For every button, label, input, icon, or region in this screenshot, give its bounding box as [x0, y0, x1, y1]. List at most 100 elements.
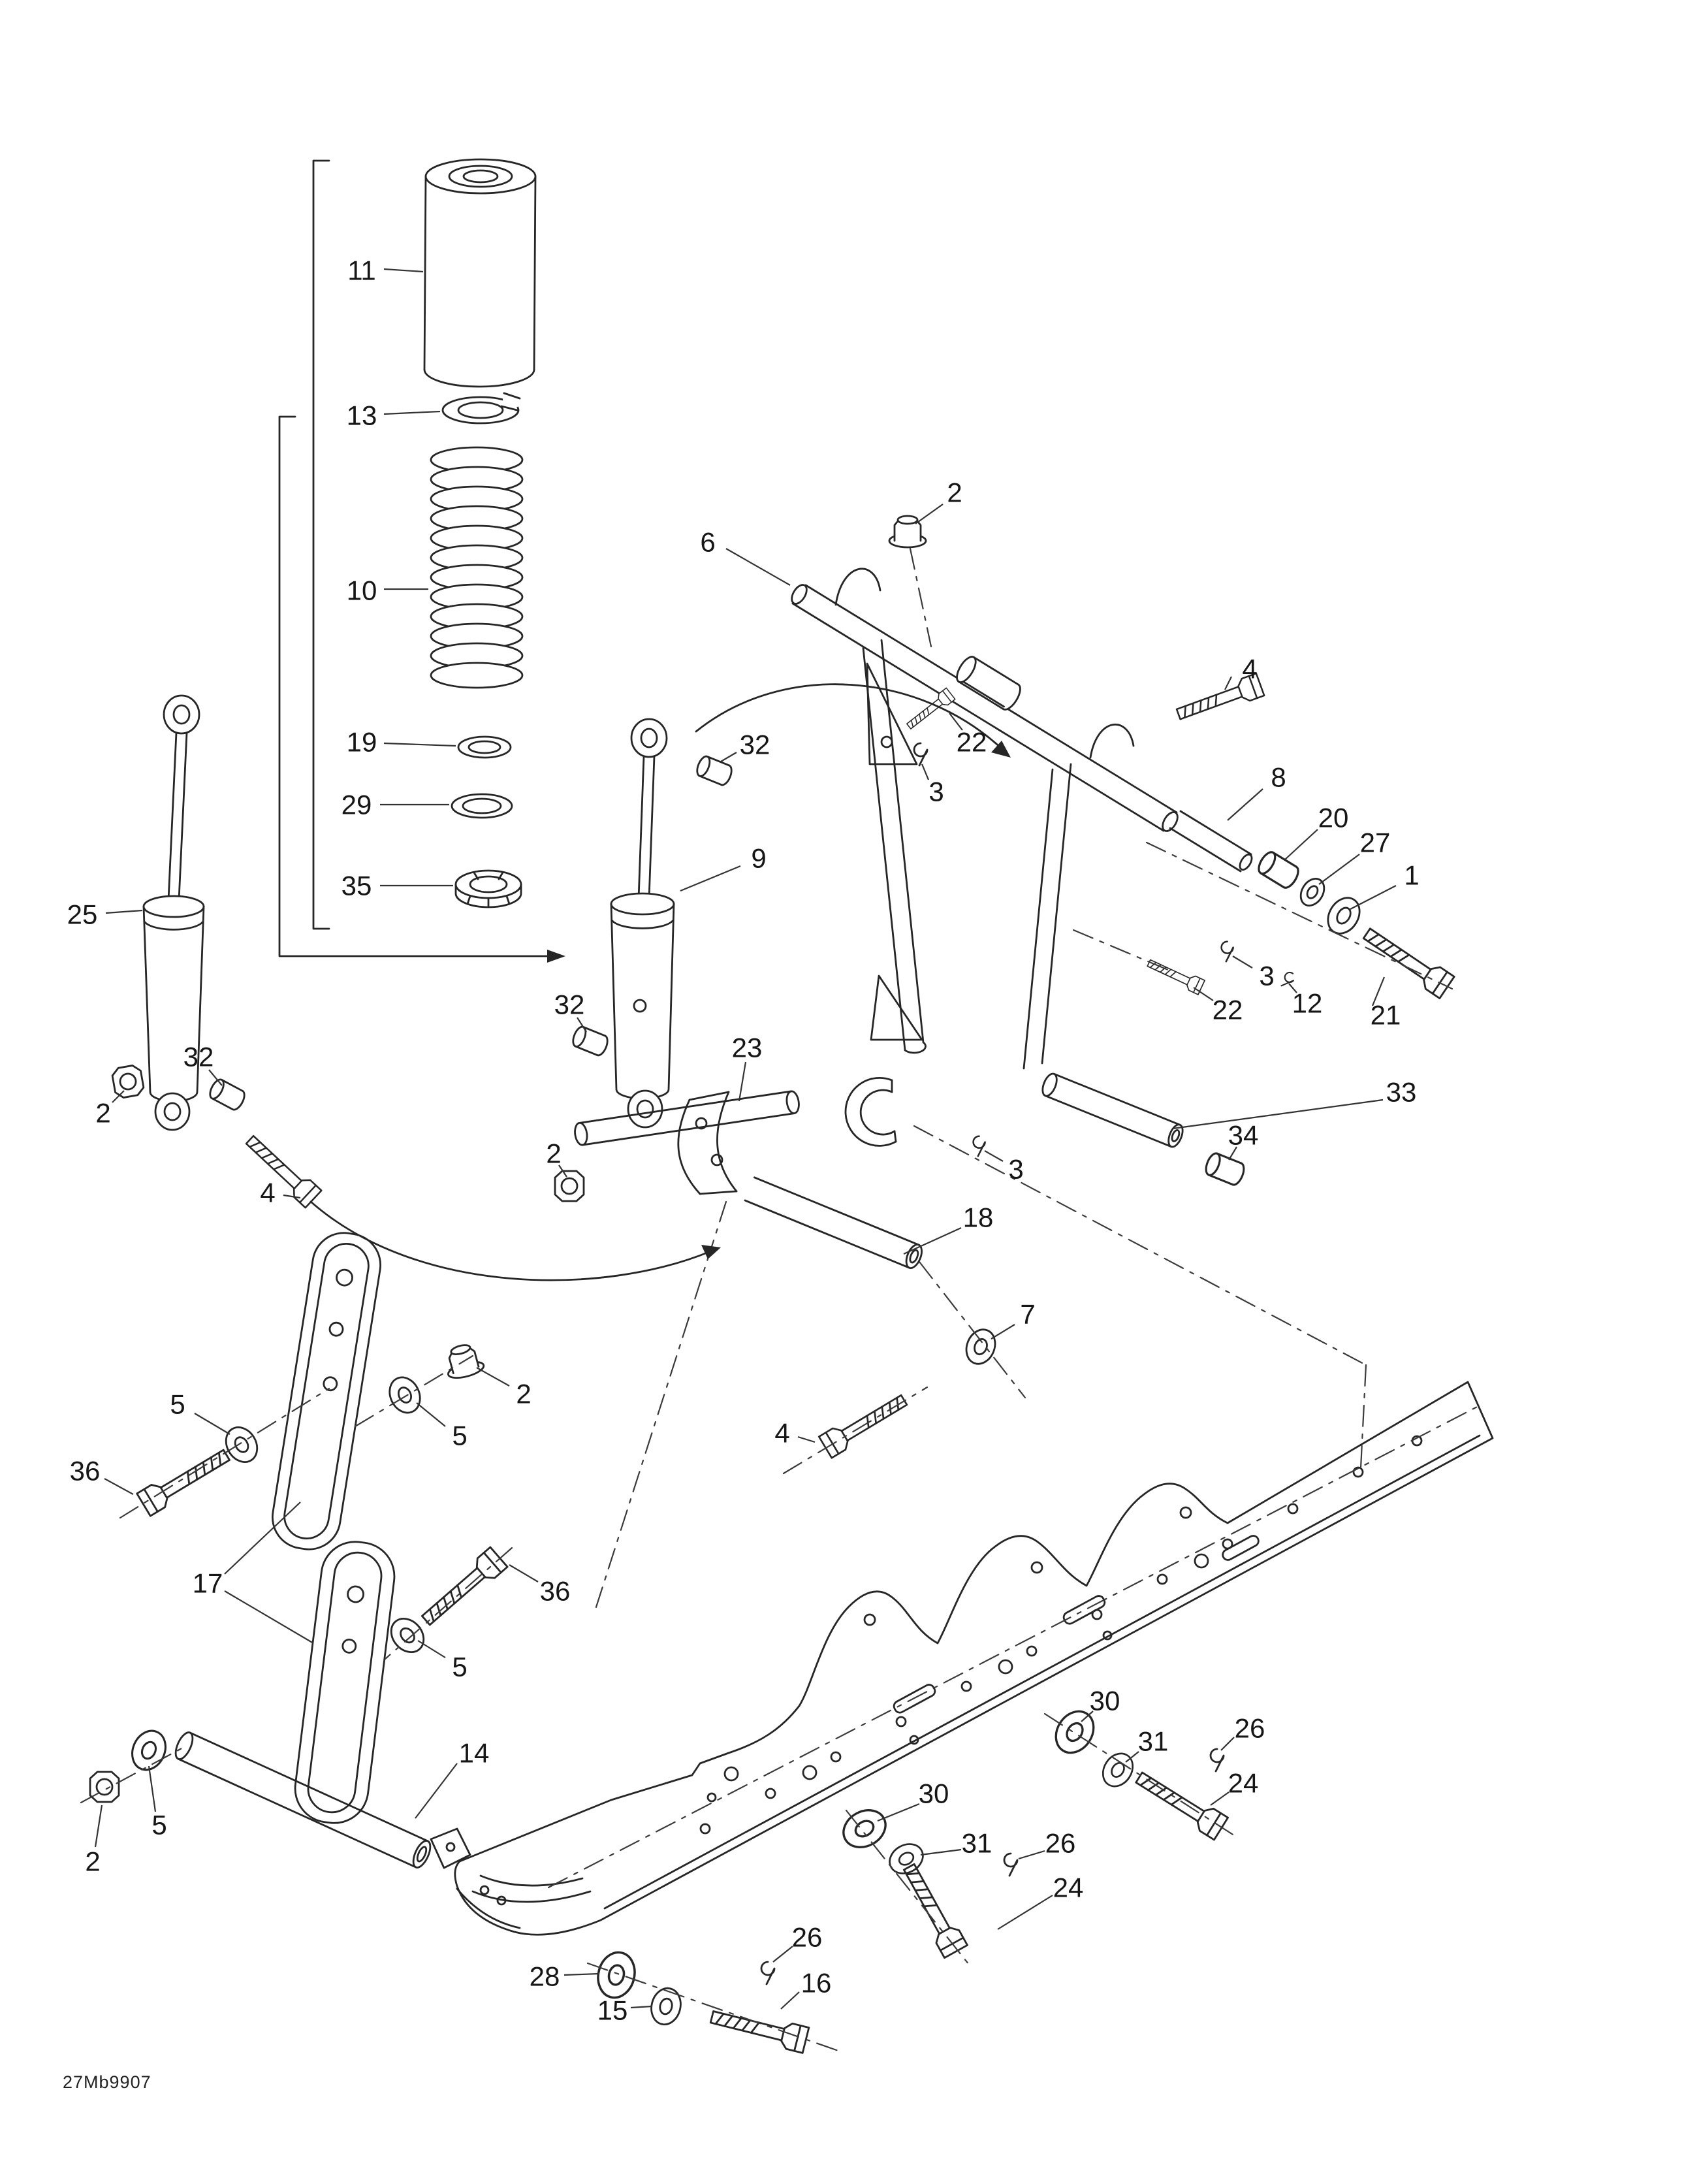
part-number-label: 32: [183, 1042, 214, 1072]
callout-leader: [738, 1061, 747, 1102]
part-number-label: 32: [740, 730, 770, 760]
left-shock-absorber: [142, 694, 205, 1131]
part-number-label: 2: [947, 477, 962, 508]
part-number-label: 30: [919, 1778, 949, 1809]
part-number-label: 14: [459, 1738, 490, 1769]
small-bolt: [904, 687, 956, 733]
part-number-label: 19: [347, 727, 377, 758]
callout-leader: [915, 504, 944, 524]
callout-leader: [630, 2005, 652, 2009]
washer: [965, 1328, 996, 1365]
part-number-label: 28: [530, 1961, 560, 1992]
callout-leader: [1350, 885, 1397, 910]
hex-bolt: [897, 1859, 968, 1959]
slide-rail: [430, 1381, 1494, 1936]
part-number-label: 31: [1138, 1726, 1169, 1757]
part-number-label: 36: [540, 1576, 571, 1607]
callout-leader: [1193, 987, 1214, 1001]
callout-leader: [417, 1640, 446, 1658]
part-number-label: 29: [341, 790, 372, 820]
part-number-label: 1: [1404, 860, 1419, 891]
hex-bolt: [416, 1546, 509, 1631]
hex-bolt: [708, 2003, 810, 2054]
callout-leader: [921, 763, 930, 780]
part-number-label: 2: [516, 1379, 531, 1409]
callout-layer: 1113101929352523243293223262223482027122…: [67, 255, 1420, 2026]
callout-leader: [1125, 1751, 1139, 1763]
part-number-label: 27: [1360, 827, 1391, 858]
part-number-label: 8: [1271, 762, 1286, 793]
part-number-label: 26: [1045, 1828, 1076, 1859]
callout-leader: [383, 268, 424, 273]
callout-leader: [1172, 1099, 1384, 1130]
front-arm-brackets: [271, 1232, 396, 1824]
callout-leader: [1284, 829, 1318, 860]
part-number-label: 25: [67, 899, 98, 930]
callout-leader: [416, 1402, 446, 1427]
callout-leader: [1081, 1710, 1094, 1722]
callout-leader: [680, 865, 741, 892]
callout-leader: [415, 1763, 458, 1819]
washer: [219, 1421, 264, 1469]
part-number-label: 22: [957, 727, 987, 758]
callout-leader: [720, 752, 737, 762]
part-number-label: 4: [774, 1418, 789, 1449]
callout-leader: [1227, 788, 1263, 821]
hex-bolt: [1358, 922, 1455, 999]
washer: [383, 1371, 427, 1419]
part-number-label: 12: [1292, 988, 1323, 1019]
callout-leader: [725, 548, 791, 586]
part-number-label: 3: [1008, 1154, 1023, 1185]
part-number-label: 10: [347, 575, 377, 606]
part-number-label: 9: [751, 843, 766, 874]
callout-leader: [105, 909, 143, 914]
part-number-label: 2: [95, 1098, 110, 1129]
callout-leader: [1371, 976, 1386, 1006]
callout-leader: [94, 1805, 103, 1848]
stopper-ring: [441, 391, 521, 425]
hex-bolt: [817, 1388, 912, 1459]
bushing: [693, 754, 735, 788]
callout-leader: [1224, 676, 1232, 690]
lock-nut: [454, 869, 522, 908]
center-lines: [80, 547, 1484, 2052]
part-number-label: 18: [963, 1202, 994, 1233]
callout-leader: [224, 1502, 301, 1575]
part-number-label: 6: [700, 527, 715, 558]
reference-arrows: [309, 683, 1011, 1281]
seal-ring: [451, 793, 513, 819]
callout-leader: [1232, 956, 1253, 969]
callout-leader: [920, 1848, 962, 1856]
callout-leader: [509, 1564, 539, 1582]
part-number-label: 7: [1020, 1299, 1035, 1330]
hex-nut: [110, 1063, 146, 1100]
callout-leader: [112, 1090, 125, 1103]
part-number-label: 21: [1371, 1000, 1401, 1031]
part-number-label: 22: [1213, 995, 1243, 1025]
part-number-label: 5: [170, 1389, 185, 1420]
cotter-clip: [972, 1135, 986, 1157]
callout-leader: [780, 1991, 800, 2010]
part-number-label: 36: [70, 1456, 101, 1486]
bushing: [206, 1076, 248, 1113]
part-number-label: 11: [347, 255, 376, 286]
callout-leader: [148, 1765, 157, 1812]
callout-leader: [104, 1478, 134, 1495]
part-number-label: 17: [193, 1568, 223, 1599]
callout-leader: [772, 1946, 793, 1963]
cotter-pin: [1277, 969, 1297, 991]
callout-leader: [476, 1367, 510, 1387]
part-number-label: 3: [928, 777, 944, 807]
callout-leader: [194, 1413, 230, 1435]
lower-cross-shaft: [574, 1077, 897, 1195]
callout-leader: [1288, 983, 1297, 993]
washer: [836, 1801, 893, 1856]
part-number-label: 34: [1228, 1120, 1259, 1151]
callout-leader: [903, 1227, 962, 1255]
part-number-label: 26: [792, 1922, 823, 1953]
part-number-label: 3: [1259, 961, 1274, 991]
cotter-clip: [1209, 1748, 1225, 1773]
part-number-label: 15: [597, 1995, 628, 2026]
